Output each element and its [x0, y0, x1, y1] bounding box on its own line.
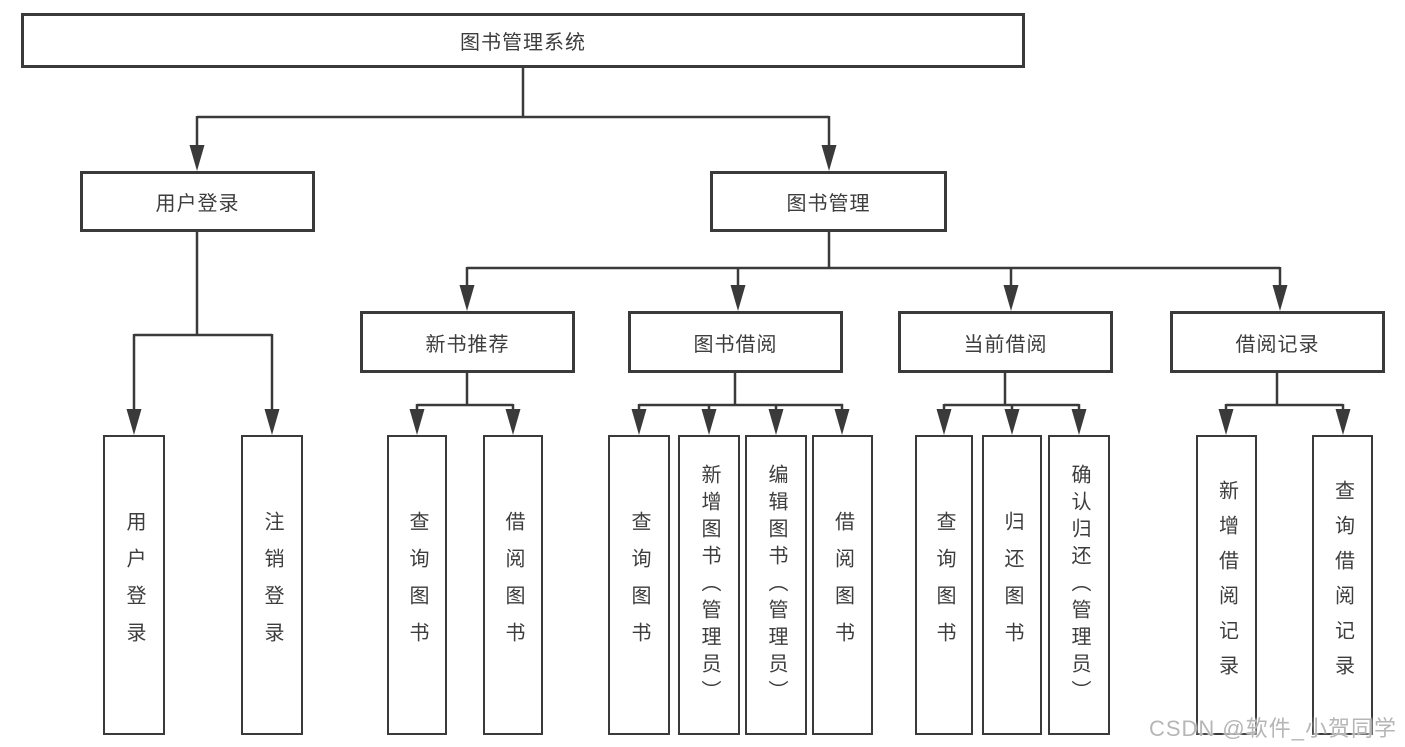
leaf-recommend-query-books: 查询图书 — [387, 435, 447, 735]
node-library-management-system: 图书管理系统 — [21, 13, 1025, 68]
csdn-watermark: CSDN @软件_小贺同学 — [1148, 716, 1397, 741]
node-user-login: 用户登录 — [80, 171, 315, 232]
node-label: 归还图书 — [1001, 511, 1023, 659]
node-label: 注销登录 — [261, 511, 283, 659]
leaf-current-confirm-return-admin: 确认归还（管理员） — [1048, 435, 1110, 735]
node-label: 图书借阅 — [693, 333, 778, 356]
node-label: 查询图书 — [933, 511, 955, 659]
node-new-book-recommend: 新书推荐 — [360, 311, 575, 373]
node-label: 确认归还（管理员） — [1068, 463, 1090, 707]
arrowheads — [126, 145, 1351, 435]
node-book-borrowing: 图书借阅 — [628, 311, 843, 373]
node-label: 查询图书 — [406, 511, 428, 659]
leaf-borrowing-edit-books-admin: 编辑图书（管理员） — [745, 435, 807, 735]
node-label: 当前借阅 — [963, 333, 1048, 356]
node-label: 借阅图书 — [831, 511, 854, 659]
leaf-records-query-borrow-record: 查询借阅记录 — [1312, 435, 1373, 735]
node-label: 借阅图书 — [502, 511, 524, 659]
node-current-borrowing: 当前借阅 — [898, 311, 1113, 373]
node-label: 新增借阅记录 — [1215, 480, 1238, 690]
leaf-records-add-borrow-record: 新增借阅记录 — [1196, 435, 1257, 735]
leaf-borrowing-borrow-books: 借阅图书 — [812, 435, 873, 735]
node-label: 查询图书 — [628, 511, 650, 659]
node-label: 图书管理 — [786, 193, 871, 215]
node-book-management: 图书管理 — [710, 171, 947, 232]
node-label: 借阅记录 — [1235, 333, 1320, 356]
node-label: 新增图书（管理员） — [698, 463, 720, 707]
leaf-recommend-borrow-books: 借阅图书 — [483, 435, 543, 735]
node-borrow-records: 借阅记录 — [1170, 311, 1385, 373]
node-label: 图书管理系统 — [460, 32, 586, 54]
leaf-current-query-books: 查询图书 — [915, 435, 973, 735]
node-label: 用户登录 — [155, 193, 240, 215]
leaf-current-return-books: 归还图书 — [982, 435, 1042, 735]
node-label: 编辑图书（管理员） — [765, 463, 787, 707]
node-label: 新书推荐 — [425, 333, 510, 356]
leaf-user-login: 用户登录 — [103, 435, 165, 735]
leaf-logout: 注销登录 — [241, 435, 303, 735]
leaf-borrowing-add-books-admin: 新增图书（管理员） — [678, 435, 740, 735]
node-label: 用户登录 — [123, 511, 145, 659]
node-label: 查询借阅记录 — [1331, 480, 1354, 690]
leaf-borrowing-query-books: 查询图书 — [608, 435, 670, 735]
